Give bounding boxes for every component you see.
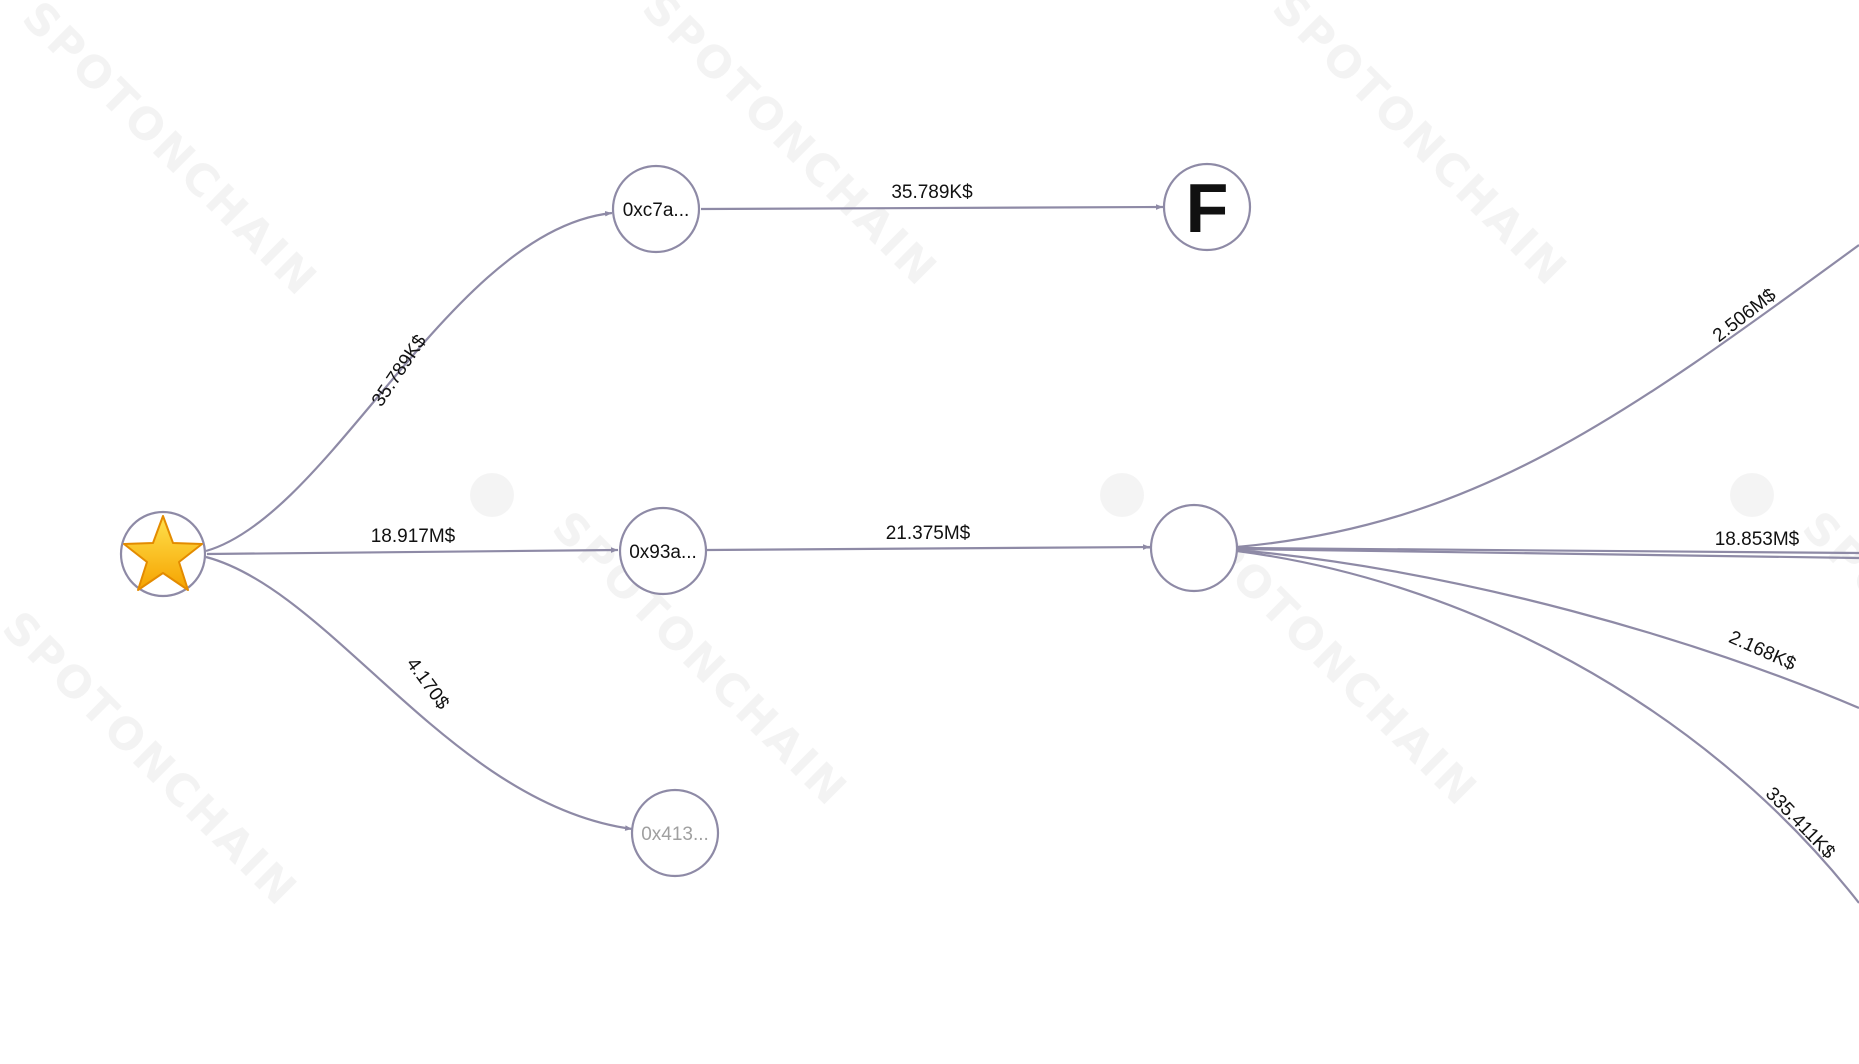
edge-hub-out-18853m-b[interactable] (1236, 547, 1859, 560)
edge-label-18917m: 18.917M$ (371, 526, 456, 547)
edge-label-21375m: 21.375M$ (886, 523, 971, 544)
watermark: SPOTONCHAIN (12, 0, 327, 307)
edge-source-to-0x413[interactable] (205, 555, 633, 831)
watermark: SPOTONCHAIN (0, 602, 308, 917)
star-icon (123, 515, 203, 591)
node-label-0x93a: 0x93a... (629, 542, 697, 563)
edge-hub-out-335k[interactable] (1236, 549, 1859, 904)
watermark: SPOTONCHAIN (1262, 0, 1577, 297)
node-label-f: F (1186, 169, 1229, 247)
watermark-layer: SPOTONCHAIN SPOTONCHAIN SPOTONCHAIN SPOT… (0, 0, 1859, 917)
watermark: SPOTONCHAIN (1792, 502, 1859, 817)
node-f[interactable]: F (1162, 162, 1252, 252)
edge-hub-out-18853m-a[interactable] (1236, 546, 1859, 555)
edge-label-335411k: 335.411K$ (1761, 783, 1839, 863)
node-hub[interactable] (1149, 503, 1239, 593)
watermark: SPOTONCHAIN (632, 0, 947, 297)
edge-source-to-0xc7a[interactable] (205, 210, 613, 553)
edge-label-18853m: 18.853M$ (1715, 529, 1800, 550)
node-label-0xc7a: 0xc7a... (623, 200, 690, 221)
edge-label-2506m: 2.506M$ (1709, 284, 1781, 346)
node-0x413[interactable]: 0x413... (630, 788, 720, 878)
nodes: 0xc7a... 0x93a... 0x413... F (119, 162, 1252, 878)
node-0xc7a[interactable]: 0xc7a... (611, 164, 701, 254)
edge-label-35789k-a: 35.789K$ (368, 331, 431, 411)
node-source[interactable] (119, 510, 207, 598)
edge-source-to-0x93a[interactable] (206, 547, 619, 556)
edge-0xc7a-to-f[interactable] (700, 204, 1164, 211)
watermark-logo (470, 473, 1774, 517)
edges (205, 204, 1859, 904)
node-0x93a[interactable]: 0x93a... (618, 506, 708, 596)
node-label-0x413: 0x413... (641, 824, 709, 845)
edge-label-35789k-b: 35.789K$ (891, 182, 973, 203)
edge-hub-out-2506m[interactable] (1236, 244, 1859, 549)
edge-label-2168k: 2.168K$ (1726, 627, 1800, 675)
edge-0x93a-to-hub[interactable] (706, 544, 1151, 552)
edge-hub-out-2168k[interactable] (1236, 548, 1859, 710)
